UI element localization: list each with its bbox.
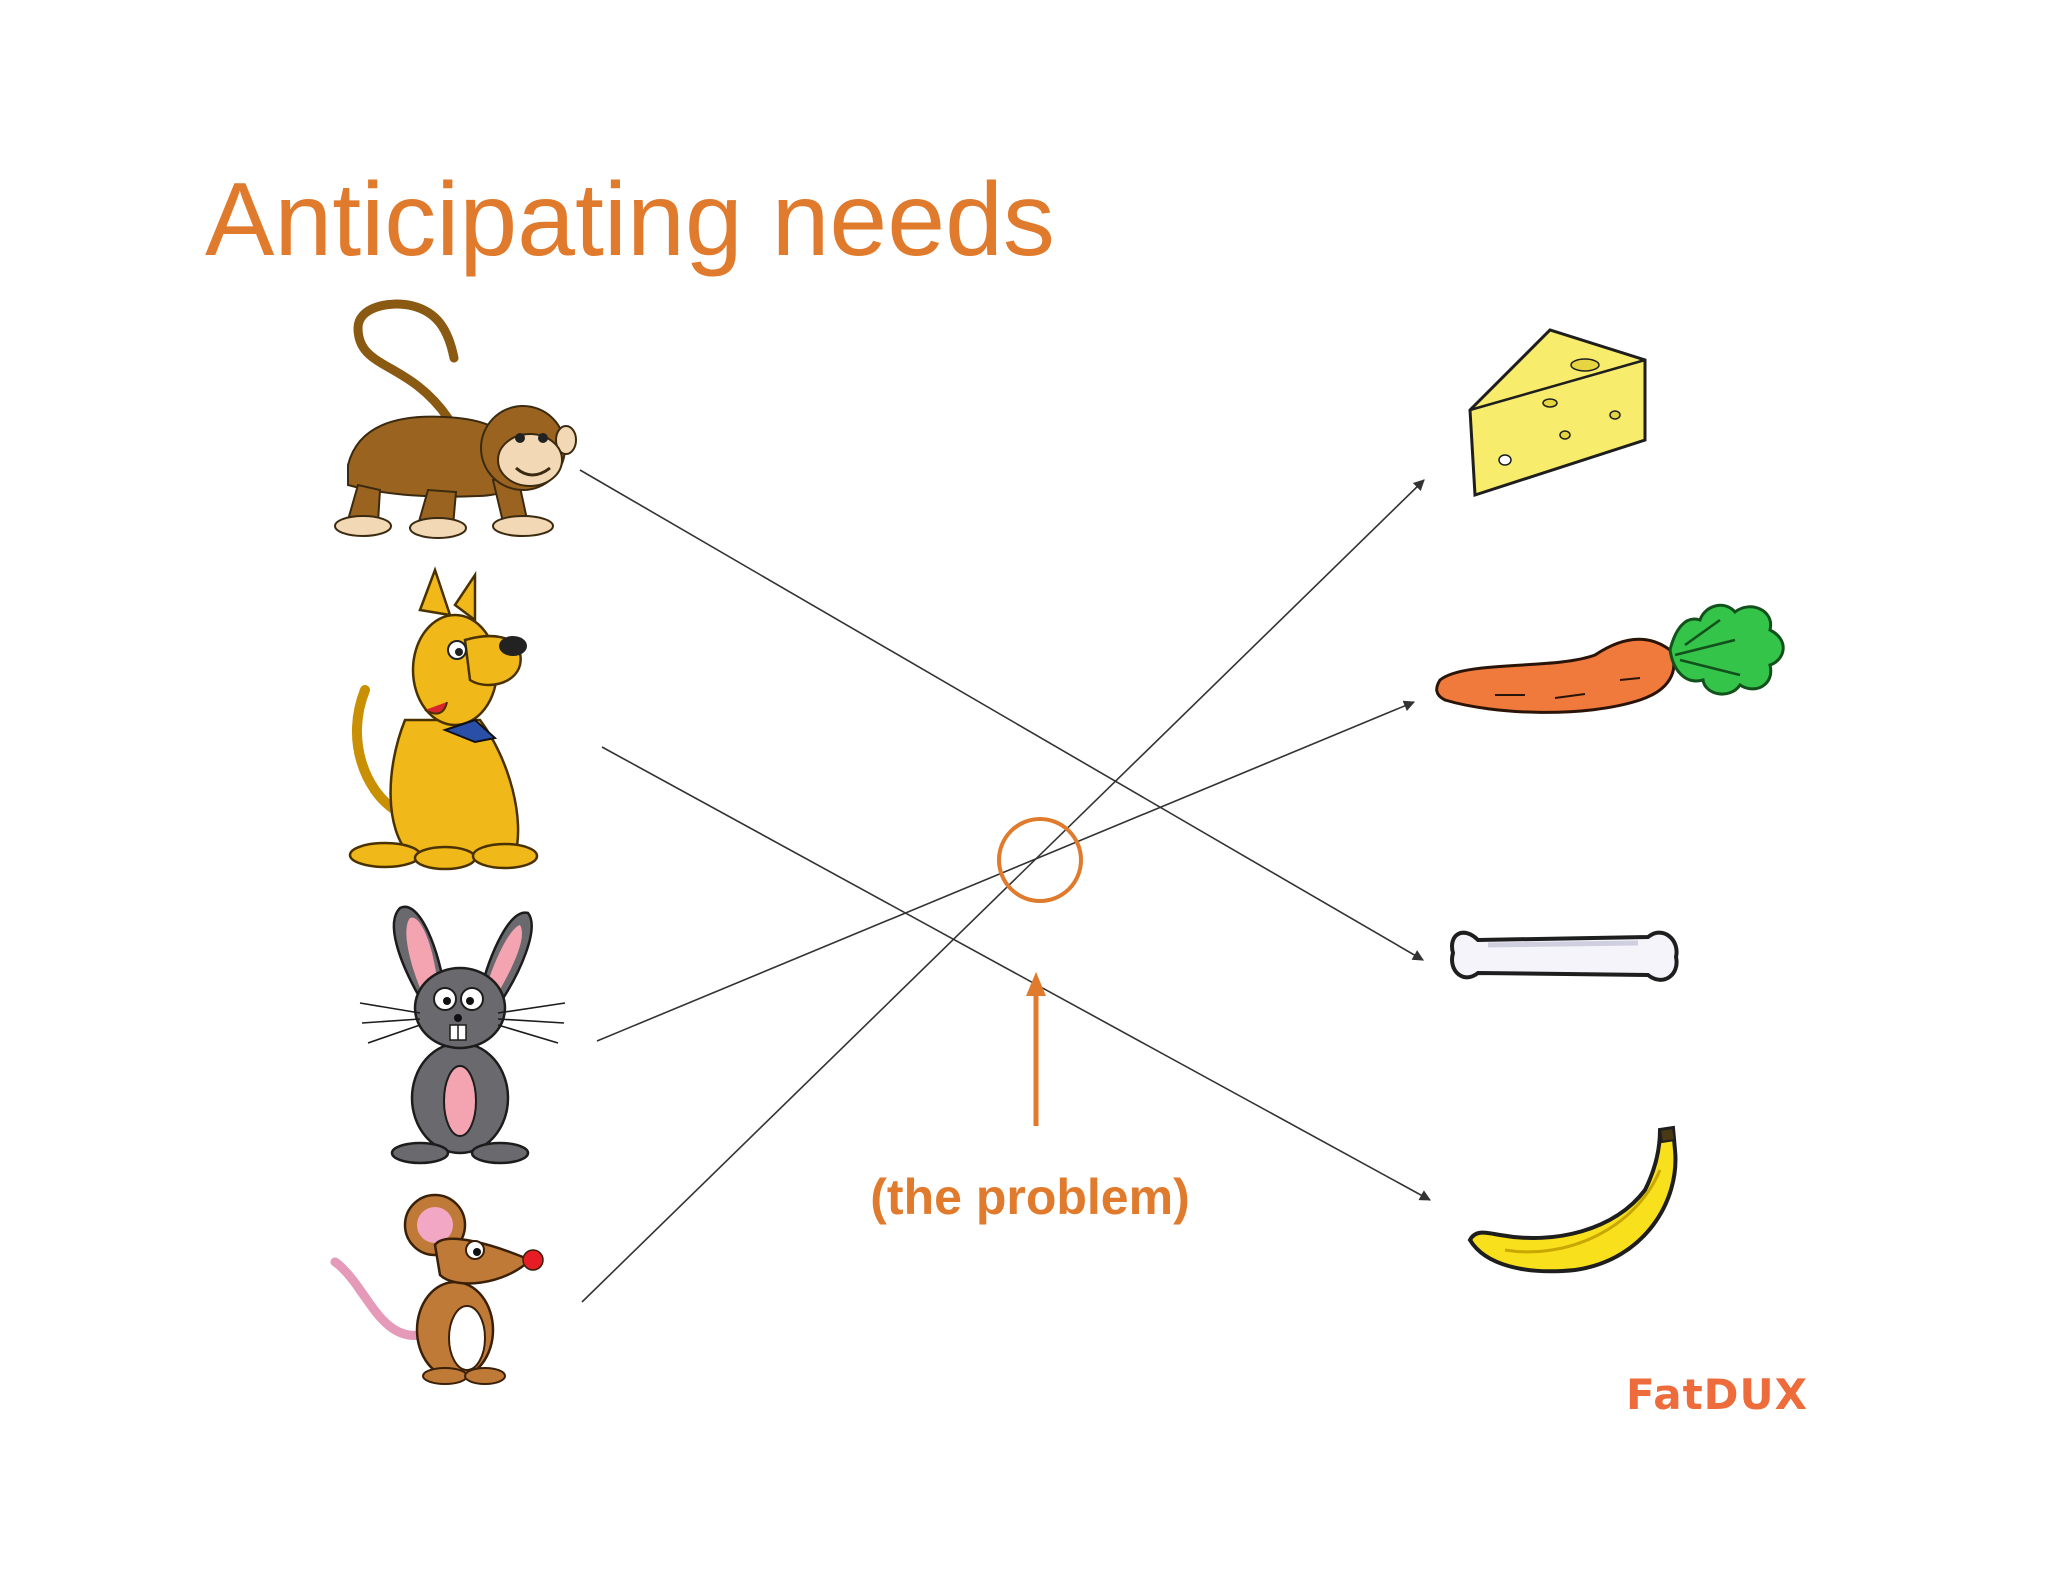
dog-icon [348, 566, 539, 871]
rabbit-icon [359, 905, 566, 1165]
problem-circle [997, 817, 1083, 903]
monkey-icon [334, 299, 577, 539]
mouse-icon [330, 1193, 544, 1385]
banana-icon [1467, 1125, 1678, 1274]
cheese-icon [1468, 328, 1647, 498]
problem-caption: (the problem) [870, 1169, 1190, 1225]
fatdux-logo: FatDUX [1626, 1370, 1808, 1419]
slide-title: Anticipating needs [205, 162, 1055, 278]
connector-mouse-cheese [581, 479, 1425, 1303]
connector-rabbit-carrot [596, 700, 1416, 1042]
carrot-icon [1435, 603, 1785, 714]
bone-icon [1450, 930, 1679, 982]
connector-monkey-bone [579, 469, 1424, 961]
problem-arrow [1026, 972, 1046, 1126]
connector-dog-banana [601, 746, 1431, 1201]
